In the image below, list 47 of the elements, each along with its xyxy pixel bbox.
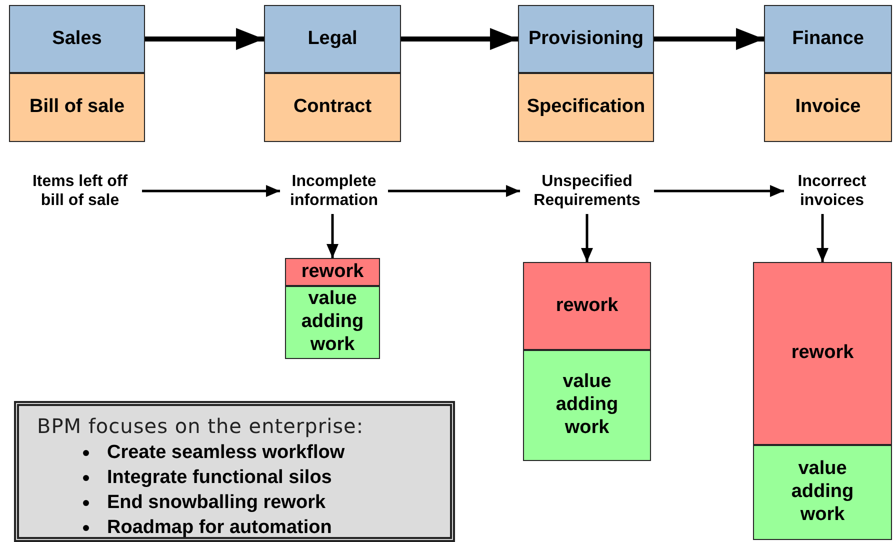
arrow — [142, 185, 280, 197]
bullet-text: Roadmap for automation — [107, 516, 332, 540]
box-label: rework — [301, 260, 364, 284]
box-label: Contract — [293, 96, 372, 119]
document-box — [518, 73, 654, 142]
rework-box — [523, 262, 651, 350]
arrow — [145, 28, 264, 50]
box-label: value adding work — [300, 288, 365, 357]
document-box — [9, 73, 145, 142]
box-label: Specification — [526, 96, 646, 119]
box-label: Finance — [792, 28, 864, 50]
value-box — [285, 286, 380, 359]
issue-text: Unspecified Requirements — [532, 172, 642, 210]
document-box — [264, 73, 401, 142]
box-label: Legal — [308, 28, 358, 50]
box-label: value adding work — [554, 371, 620, 440]
department-box — [518, 5, 654, 73]
arrow — [326, 214, 338, 258]
box-label: Sales — [52, 28, 102, 50]
issue-text: Items left off bill of sale — [31, 172, 129, 210]
arrow — [816, 214, 828, 262]
box-label: rework — [556, 294, 618, 318]
box-label: Provisioning — [528, 28, 644, 50]
value-box — [523, 350, 651, 461]
bullet-text: End snowballing rework — [107, 491, 326, 515]
bullet-text: Create seamless workflow — [107, 441, 345, 465]
bullet-text: Integrate functional silos — [107, 466, 332, 490]
box-label: value adding work — [790, 458, 855, 527]
document-box — [764, 73, 892, 142]
arrow — [654, 28, 764, 50]
value-box — [753, 445, 892, 540]
box-label: Invoice — [795, 96, 861, 119]
arrow — [654, 185, 784, 197]
issue-text: Incomplete information — [289, 172, 379, 210]
arrow — [401, 28, 518, 50]
box-label: rework — [791, 342, 854, 365]
department-box — [9, 5, 145, 73]
note-panel — [14, 401, 455, 542]
department-box — [764, 5, 892, 73]
issue-text: Incorrect invoices — [796, 172, 868, 210]
box-label: Bill of sale — [29, 96, 125, 119]
rework-box — [285, 258, 380, 286]
department-box — [264, 5, 401, 73]
arrow — [388, 185, 520, 197]
arrow — [581, 214, 593, 262]
note-heading: BPM focuses on the enterprise: — [37, 414, 365, 438]
rework-box — [753, 262, 892, 445]
